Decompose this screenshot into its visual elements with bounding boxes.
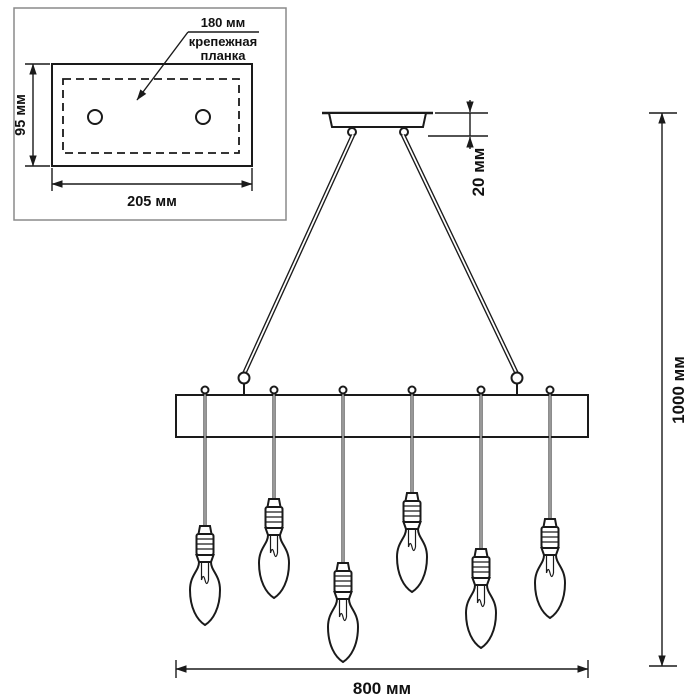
wooden-beam <box>175 394 589 438</box>
beam-width-label: 800 мм <box>353 679 411 698</box>
lamp-5 <box>465 548 497 649</box>
lamp-cords <box>200 385 555 567</box>
lamp-6 <box>534 518 566 619</box>
lamp-1 <box>189 525 221 626</box>
canopy-height-label: 20 мм <box>469 148 488 197</box>
mounting-hole-right <box>195 109 211 125</box>
pendant-lamp-drawing <box>175 111 589 663</box>
plate-height-label: 95 мм <box>13 94 29 136</box>
lamp-3 <box>327 562 359 663</box>
mounting-hole-left <box>87 109 103 125</box>
plate-name-line1: крепежная <box>189 34 257 49</box>
suspension-cables <box>237 134 524 396</box>
plate-width-label: 205 мм <box>127 194 177 210</box>
hole-spacing-label: 180 мм <box>201 15 246 30</box>
beam-hook-right <box>510 371 524 385</box>
beam-hook-left <box>237 371 251 385</box>
ceiling-canopy <box>322 111 433 137</box>
dimension-beam-width: 800 мм <box>175 660 589 698</box>
dimension-total-height: 1000 мм <box>649 112 688 667</box>
mounting-plate-inset: 180 мм крепежная планка 95 мм 205 мм <box>13 7 287 221</box>
dimension-plate-width: 205 мм <box>51 168 253 210</box>
total-height-label: 1000 мм <box>669 356 688 424</box>
lamp-4 <box>396 492 428 593</box>
plate-callout: 180 мм крепежная планка <box>136 15 259 101</box>
dimension-plate-height: 95 мм <box>13 63 50 167</box>
mounting-plate-dashed-outline <box>62 78 240 154</box>
mounting-plate-outline <box>51 63 253 167</box>
plate-name-line2: планка <box>201 48 247 63</box>
dimension-canopy-height: 20 мм <box>428 100 488 196</box>
lamp-2 <box>258 498 290 599</box>
